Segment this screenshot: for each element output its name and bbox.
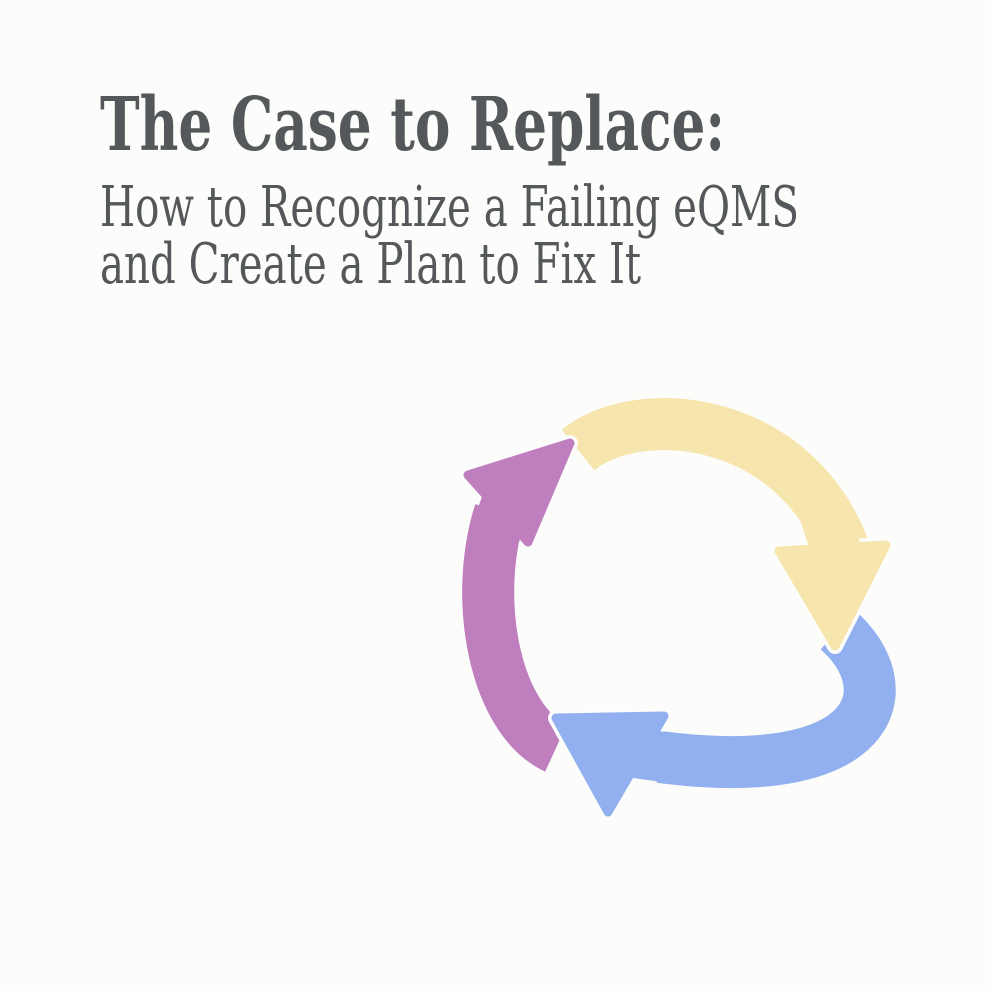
subtitle-line-1: How to Recognize a Failing eQMS	[100, 175, 799, 240]
blue-arrow-band	[656, 610, 896, 788]
page-title: The Case to Replace:	[100, 82, 726, 168]
purple-arrow-band	[462, 504, 569, 772]
subtitle-line-2: and Create a Plan to Fix It	[100, 232, 642, 297]
purple-arrow-head	[463, 438, 575, 547]
blue-arrow-head	[551, 711, 669, 817]
yellow-arrow-head	[774, 540, 891, 651]
page-subtitle: How to Recognize a Failing eQMS and Crea…	[100, 179, 799, 293]
heading-block: The Case to Replace: How to Recognize a …	[100, 88, 799, 293]
